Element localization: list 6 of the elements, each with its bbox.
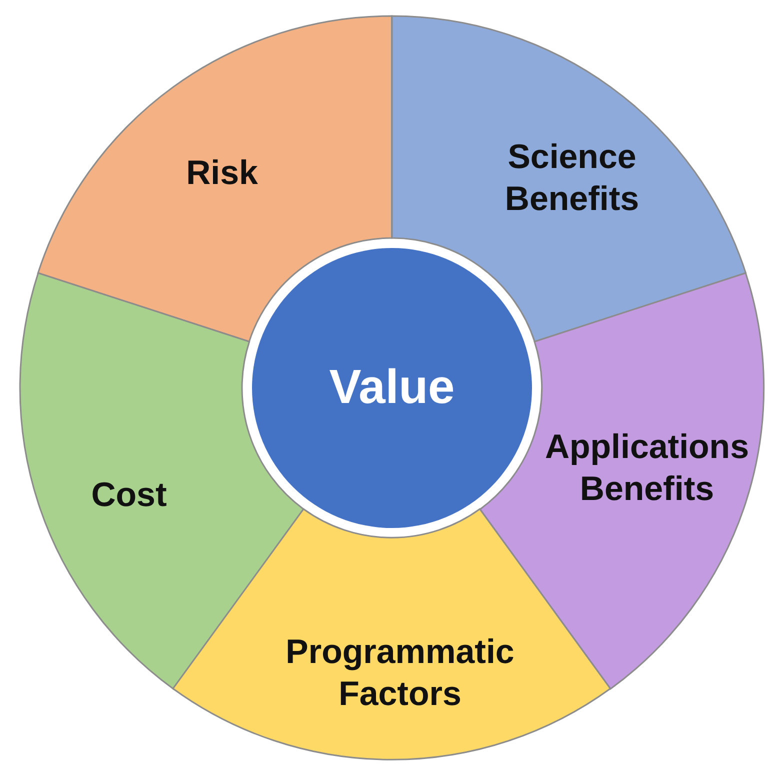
segment-label: Cost	[90, 474, 168, 516]
segment-label: Applications Benefits	[544, 426, 750, 510]
segment-label: Risk	[185, 153, 259, 194]
center-label: Value	[329, 360, 455, 416]
segment-label: Programmatic Factors	[284, 632, 516, 715]
segment-label: Science Benefits	[504, 137, 640, 220]
